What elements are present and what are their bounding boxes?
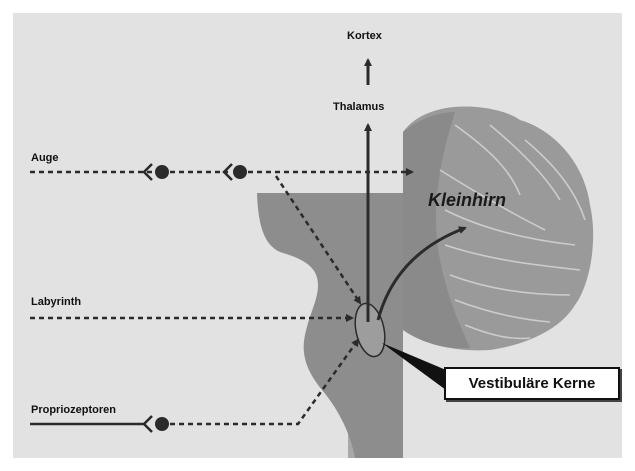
label-thalamus: Thalamus [333,101,384,113]
proprio-synapse [144,416,152,432]
proprio-neuron [155,417,169,431]
label-auge: Auge [31,152,59,164]
auge-neuron-1 [155,165,169,179]
label-proprio: Propriozeptoren [31,404,116,416]
label-labyrinth: Labyrinth [31,296,81,308]
auge-neuron-2 [233,165,247,179]
label-kortex: Kortex [347,30,382,42]
label-kleinhirn: Kleinhirn [428,190,506,211]
callout-vestibular: Vestibuläre Kerne [444,367,620,400]
